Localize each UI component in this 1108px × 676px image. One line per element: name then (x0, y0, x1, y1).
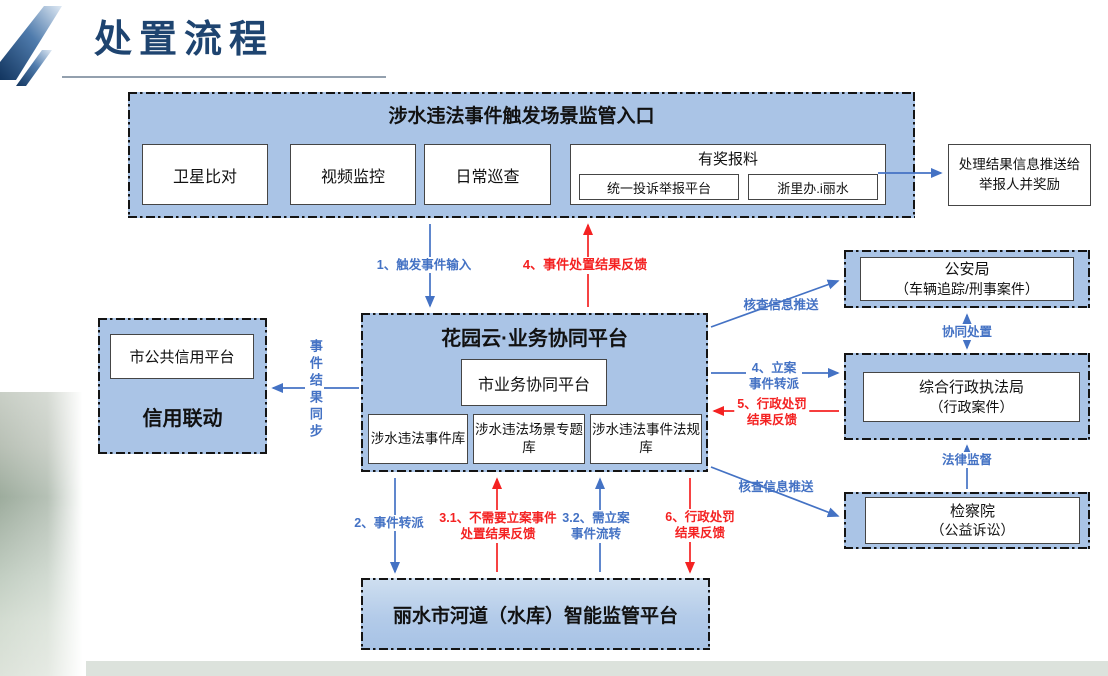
river-supervision-platform-box: 丽水市河道（水库）智能监管平台 (361, 578, 710, 650)
page-title: 处置流程 (94, 19, 275, 61)
bottom-band (0, 661, 1108, 676)
flow-label-trigger-input: 1、触发事件输入 (373, 257, 475, 274)
entry-item-patrol: 日常巡查 (424, 144, 551, 205)
agency-detail: （行政案件） (929, 398, 1014, 415)
reward-result-box: 处理结果信息推送给举报人并奖励 (948, 144, 1091, 206)
admin-enforcement-box: 综合行政执法局 （行政案件） (844, 353, 1090, 440)
police-bureau-box: 公安局 （车辆追踪/刑事案件） (844, 250, 1090, 308)
public-credit-platform: 市公共信用平台 (110, 334, 254, 379)
entry-box-title: 涉水违法事件触发场景监管入口 (388, 106, 655, 127)
entry-box: 涉水违法事件触发场景监管入口 卫星比对 视频监控 日常巡查 有奖报料 统一投诉举… (128, 92, 915, 218)
central-platform-box: 花园云·业务协同平台 市业务协同平台 涉水违法事件库 涉水违法场景专题库 涉水违… (361, 313, 708, 472)
flow-label-case-transfer: 3.2、需立案 事件流转 (559, 510, 633, 543)
flow-label-no-case-feedback: 3.1、不需要立案事件 处置结果反馈 (436, 510, 560, 543)
reward-report-group: 有奖报料 统一投诉举报平台 浙里办.i丽水 (570, 144, 886, 205)
db-illegal-events: 涉水违法事件库 (368, 414, 468, 464)
flow-label-legal-supervision: 法律监督 (938, 452, 996, 469)
flow-label-admin-penalty-feedback: 5、行政处罚 结果反馈 (734, 396, 810, 429)
admin-enforcement-inner: 综合行政执法局 （行政案件） (863, 372, 1080, 422)
title-underline (62, 76, 386, 78)
corner-stripes-icon (0, 6, 62, 86)
agency-name: 综合行政执法局 (918, 379, 1024, 397)
agency-detail: （公益诉讼） (930, 522, 1015, 539)
central-platform-title: 花园云·业务协同平台 (441, 328, 628, 350)
agency-name: 公安局 (944, 261, 990, 279)
channel-zheliban: 浙里办.i丽水 (748, 174, 878, 200)
flow-label-case-dispatch: 4、立案 事件转派 (745, 360, 803, 393)
flow-label-collaborative: 协同处置 (938, 324, 996, 341)
procuratorate-inner: 检察院 （公益诉讼） (865, 497, 1080, 544)
db-scene-topics: 涉水违法场景专题库 (473, 414, 585, 464)
reward-report-title: 有奖报料 (697, 151, 758, 168)
agency-detail: （车辆追踪/刑事案件） (895, 280, 1039, 297)
flow-label-event-result-feedback: 4、事件处置结果反馈 (519, 257, 651, 274)
entry-item-satellite: 卫星比对 (142, 144, 268, 205)
police-bureau-inner: 公安局 （车辆追踪/刑事案件） (860, 257, 1074, 301)
db-regulations: 涉水违法事件法规库 (590, 414, 702, 464)
city-collaboration-platform: 市业务协同平台 (461, 359, 607, 406)
flow-label-verify-procuratorate: 核查信息推送 (738, 480, 814, 494)
flow-label-penalty-result-feedback: 6、行政处罚 结果反馈 (662, 509, 738, 542)
flow-label-result-sync: 事件结果同步 (305, 337, 324, 443)
entry-item-video: 视频监控 (290, 144, 416, 205)
flow-label-event-transfer: 2、事件转派 (351, 515, 427, 532)
procuratorate-box: 检察院 （公益诉讼） (844, 492, 1090, 549)
flow-label-verify-police: 核查信息推送 (743, 298, 819, 312)
credit-linkage-label: 信用联动 (142, 408, 223, 430)
credit-linkage-box: 市公共信用平台 信用联动 (98, 318, 267, 454)
agency-name: 检察院 (949, 502, 995, 520)
background-photo (0, 392, 86, 676)
channel-complaint-platform: 统一投诉举报平台 (579, 174, 739, 200)
